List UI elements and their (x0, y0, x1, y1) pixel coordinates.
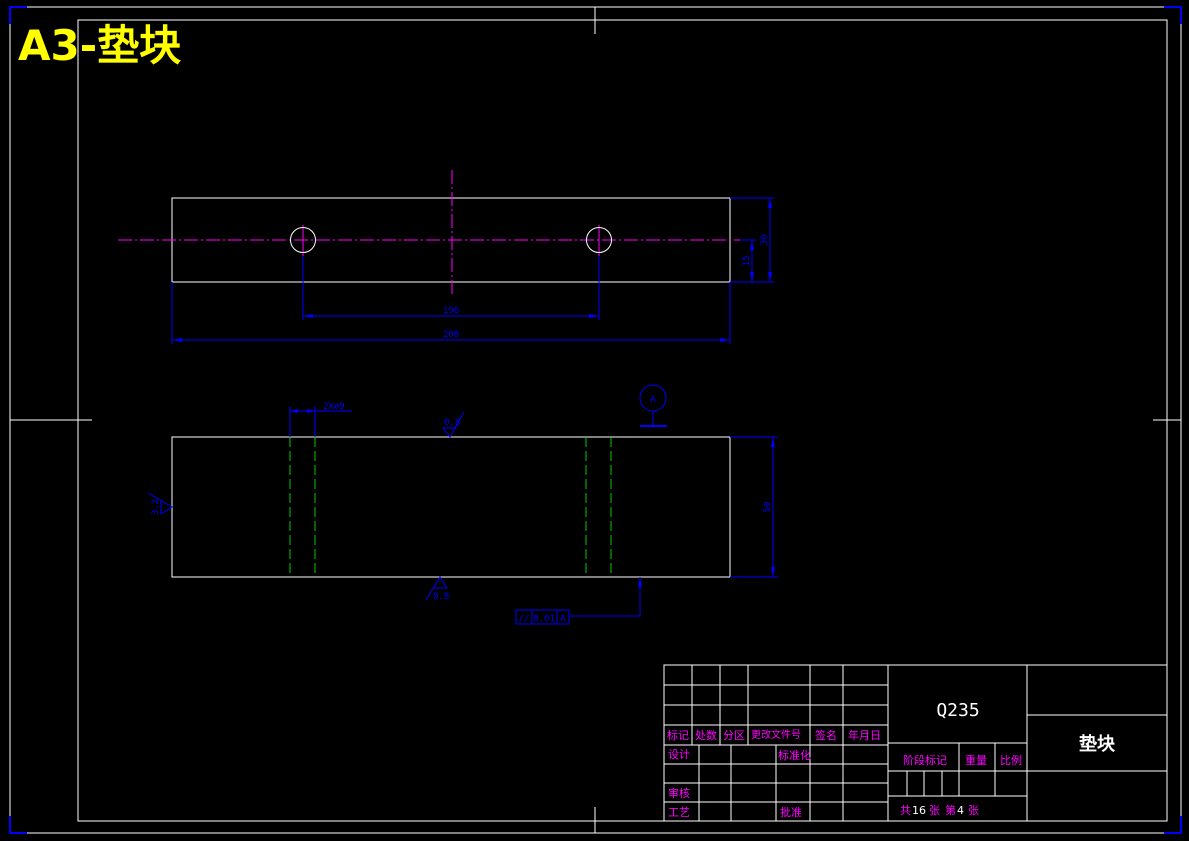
corner-tick-tl (9, 6, 27, 24)
tb-label-design: 设计 (668, 748, 690, 761)
dim-30-arrow-bottom (768, 272, 772, 282)
dim-15-text: 15 (742, 256, 752, 267)
hole-left (290, 227, 316, 253)
top-view: 196 200 30 15 (118, 170, 774, 344)
dim-200-arrow-right (720, 338, 730, 342)
tb-label-review: 审核 (668, 786, 690, 800)
hole-callout-text: 2X∅9 (323, 402, 345, 412)
tb-label-scale: 比例 (1000, 753, 1022, 767)
tb-sheet-total-suffix: 张 (929, 804, 940, 817)
tb-sheet-total-prefix: 共 (900, 804, 911, 817)
tb-material: Q235 (936, 700, 979, 721)
hole-callout-arrow-right (307, 409, 315, 413)
dim-196-arrow-left (303, 314, 313, 318)
dim-196-text: 196 (443, 306, 459, 316)
title-block-text: 标记 处数 分区 更改文件号 签名 年月日 设计 标准化 审核 工艺 批准 Q2… (667, 700, 1116, 819)
roughness-left-symbol (147, 492, 173, 515)
title-block (663, 664, 1168, 822)
corner-tick-tr (1164, 6, 1182, 24)
sheet-title: A3-垫块 (18, 21, 181, 70)
tolerance-symbol: // (519, 614, 530, 624)
tolerance-leader-arrow (638, 577, 642, 587)
tb-label-change-doc: 更改文件号 (751, 728, 801, 741)
hole-right (586, 227, 612, 253)
tb-label-process: 工艺 (668, 806, 690, 819)
front-view: 2X∅9 0.8 0.8 3.2 A 50 // 0.01 A (147, 384, 778, 625)
dim-200-arrow-left (172, 338, 182, 342)
roughness-top-text: 0.8 (444, 418, 460, 428)
tb-label-standardize: 标准化 (778, 748, 811, 762)
tolerance-value: 0.01 (533, 614, 555, 624)
tb-label-date: 年月日 (848, 728, 881, 742)
front-view-outline (171, 436, 731, 578)
corner-tick-br (1164, 816, 1182, 834)
dim-50-arrow-bottom (771, 567, 775, 577)
roughness-bottom-text: 0.8 (433, 592, 449, 602)
tb-sheet-total: 16 (912, 804, 926, 817)
roughness-bottom-symbol (425, 576, 448, 601)
dim-50-arrow-top (771, 437, 775, 447)
inner-border (77, 19, 1168, 822)
outer-border (9, 6, 1182, 834)
dim-200-text: 200 (443, 330, 459, 340)
tb-sheet-current: 4 (957, 804, 964, 817)
tolerance-datum: A (560, 614, 566, 624)
tb-label-mark: 标记 (667, 728, 689, 742)
tb-label-approve: 批准 (780, 805, 802, 819)
tb-sheet-current-prefix: 第 (945, 803, 956, 817)
roughness-top-symbol (442, 411, 465, 438)
dim-30-text: 30 (760, 235, 770, 246)
dim-15-arrow-bottom (750, 272, 754, 282)
tolerance-frame (515, 609, 570, 625)
corner-tick-bl (9, 816, 27, 834)
tb-label-signature: 签名 (815, 728, 837, 742)
tb-label-weight: 重量 (965, 753, 987, 767)
datum-a-label: A (650, 395, 656, 405)
title-block-frame (663, 664, 1168, 822)
roughness-left-text: 3.2 (151, 499, 161, 515)
hole-callout-arrow-left (290, 409, 298, 413)
dim-50-text: 50 (763, 502, 773, 513)
tb-label-stage-mark: 阶段标记 (903, 753, 947, 767)
tb-part-name: 垫块 (1079, 733, 1116, 755)
dim-30-arrow-top (768, 198, 772, 208)
tb-label-zone: 分区 (723, 729, 745, 742)
dim-15-arrow-top (750, 240, 754, 250)
tb-sheet-current-suffix: 张 (968, 804, 979, 817)
tb-label-count: 处数 (695, 729, 717, 742)
dim-196-arrow-right (589, 314, 599, 318)
